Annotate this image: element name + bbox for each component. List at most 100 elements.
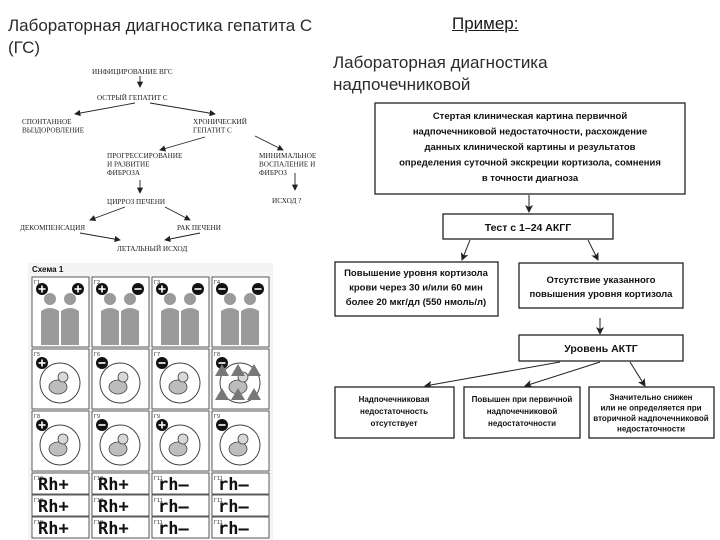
scheme-cell-label: Г10 xyxy=(34,476,43,482)
rh-factor-label: rh– xyxy=(158,519,189,539)
person-body-icon xyxy=(241,308,259,345)
rh-factor-label: Rh+ xyxy=(98,475,129,495)
scheme-cell-label: Г6 xyxy=(94,352,100,358)
rh-factor-label: Rh+ xyxy=(38,497,69,517)
adrenal-test-box xyxy=(442,213,614,240)
hcv-node-cancer: РАК ПЕЧЕНИ xyxy=(177,224,221,232)
uterus-icon xyxy=(219,362,261,404)
scheme-cell: Г7 xyxy=(151,348,210,410)
scheme-cell: Г1 xyxy=(31,276,90,348)
adrenal-result-box-2 xyxy=(463,386,581,439)
rh-factor-label: rh– xyxy=(158,475,189,495)
hcv-node-acute: ОСТРЫЙ ГЕПАТИТ С xyxy=(97,93,168,102)
scheme-cell-label: Г11 xyxy=(214,498,223,504)
scheme-cell: Г5 xyxy=(31,348,90,410)
scheme-cell-label: Г9 xyxy=(214,414,220,420)
hcv-node-infection: ИНФИЦИРОВАНИЕ ВГС xyxy=(92,68,173,76)
scheme-cell: Г6 xyxy=(91,348,150,410)
scheme-cell-label: Г11 xyxy=(214,520,223,526)
adrenal-acth-box xyxy=(518,334,684,362)
person-body-icon xyxy=(221,308,239,345)
rh-factor-label: Rh+ xyxy=(38,475,69,495)
page-title-left: Лабораторная диагностика гепатита С (ГС) xyxy=(8,16,313,57)
adrenal-left-box xyxy=(334,261,499,317)
scheme-cell-label: Г8 xyxy=(34,414,40,420)
scheme-cell-label: Г10 xyxy=(34,498,43,504)
page-title-right: Лабораторная диагностика надпочечниковой xyxy=(333,53,548,94)
rh-factor-label: rh– xyxy=(218,475,249,495)
scheme-cell-label: Г11 xyxy=(154,520,163,526)
scheme-cell: Г4 xyxy=(211,276,270,348)
person-head-icon xyxy=(44,293,56,305)
uterus-icon xyxy=(39,424,81,466)
rh-factor-label: rh– xyxy=(218,519,249,539)
adrenal-result-box-1 xyxy=(334,386,455,439)
scheme-cell-label: Г9 xyxy=(94,414,100,420)
uterus-icon xyxy=(39,362,81,404)
adrenal-acth-text: Уровень АКТГ xyxy=(564,343,637,355)
hcv-node-outcome: ИСХОД ? xyxy=(272,197,301,205)
adrenal-top-box xyxy=(374,102,686,195)
person-head-icon xyxy=(184,293,196,305)
hcv-node-lethal: ЛЕТАЛЬНЫЙ ИСХОД xyxy=(117,244,187,253)
person-head-icon xyxy=(224,293,236,305)
scheme-cell-label: Г1 xyxy=(34,280,40,286)
scheme-cell-label: Г11 xyxy=(154,498,163,504)
uterus-icon xyxy=(99,362,141,404)
scheme-cell-label: Г11 xyxy=(154,476,163,482)
antibody-icon xyxy=(231,388,245,400)
person-body-icon xyxy=(61,308,79,345)
person-head-icon xyxy=(64,293,76,305)
scheme-title: Схема 1 xyxy=(32,265,64,274)
uterus-icon xyxy=(99,424,141,466)
scheme-cell-label: Г4 xyxy=(214,280,220,286)
scheme-cell: Г8 xyxy=(211,348,270,410)
person-body-icon xyxy=(101,308,119,345)
rh-factor-label: Rh+ xyxy=(38,519,69,539)
adrenal-result-box-3 xyxy=(588,386,715,439)
person-head-icon xyxy=(164,293,176,305)
scheme-cell: Г9 xyxy=(91,410,150,472)
antibody-icon xyxy=(231,364,245,376)
scheme-cell-label: Г10 xyxy=(34,520,43,526)
scheme-cell: Г8 xyxy=(31,410,90,472)
person-body-icon xyxy=(181,308,199,345)
scheme-cell: Г9 xyxy=(211,410,270,472)
example-label: Пример: xyxy=(452,14,519,33)
hcv-node-decompensation: ДЕКОМПЕНСАЦИЯ xyxy=(20,224,85,232)
scheme-cell-label: Г3 xyxy=(154,280,160,286)
antibody-icon xyxy=(247,388,261,400)
scheme-cell: Г9 xyxy=(151,410,210,472)
antibody-icon xyxy=(215,364,229,376)
person-head-icon xyxy=(104,293,116,305)
rh-factor-label: Rh+ xyxy=(98,497,129,517)
scheme-cell: Г3 xyxy=(151,276,210,348)
person-head-icon xyxy=(244,293,256,305)
uterus-icon xyxy=(219,424,261,466)
scheme-cell-label: Г9 xyxy=(154,414,160,420)
antibody-icon xyxy=(215,388,229,400)
rh-factor-label: rh– xyxy=(218,497,249,517)
scheme-cell-label: Г2 xyxy=(94,280,100,286)
hcv-node-cirrhosis: ЦИРРОЗ ПЕЧЕНИ xyxy=(107,198,165,206)
